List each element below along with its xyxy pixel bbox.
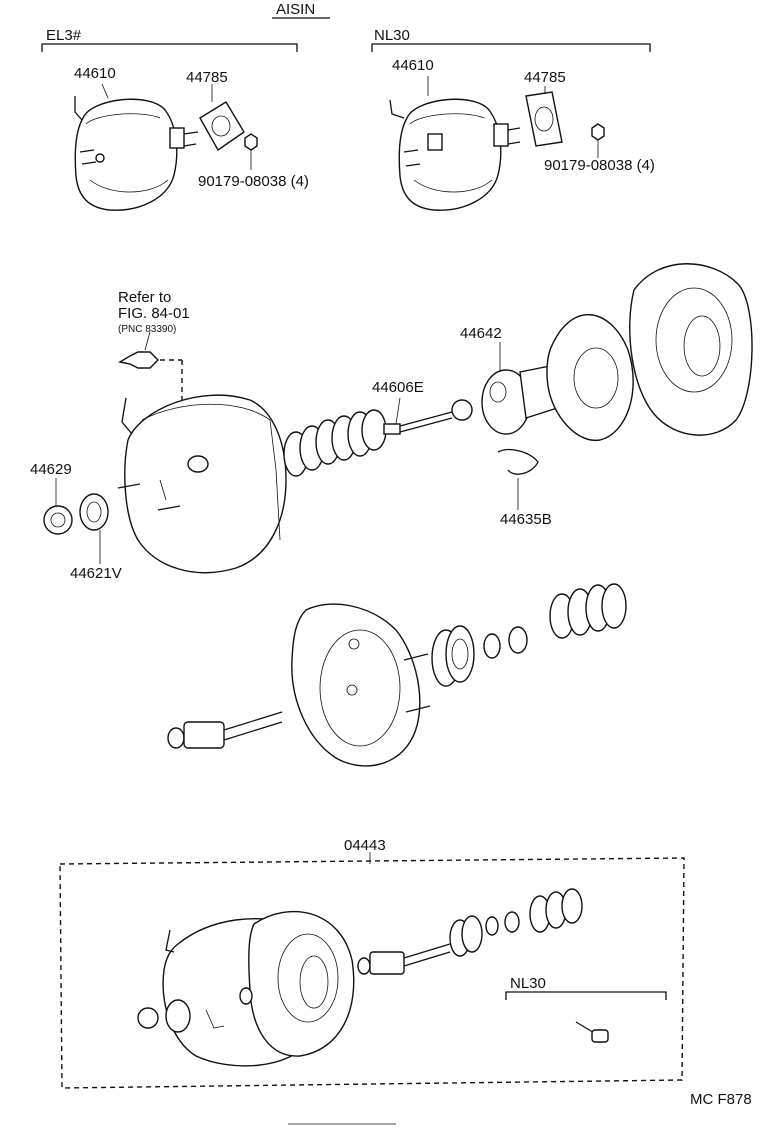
variant-nl30-bottom-label: NL30 [510,975,546,992]
kit-04443-label: 04443 [344,837,386,854]
part-44610-right-label: 44610 [392,57,434,74]
pnc-reference-label: (PNC 83390) [118,324,177,335]
part-90179-left-label: 90179-08038 (4) [198,173,309,190]
part-44785-left-label: 44785 [186,69,228,86]
part-44610-left-label: 44610 [74,65,116,82]
part-44621v-label: 44621V [70,565,122,582]
part-44606e-label: 44606E [372,379,424,396]
kit-04443-group [59,852,685,1125]
part-90179-right-label: 90179-08038 (4) [544,157,655,174]
booster-el3-group [41,17,330,211]
part-44635b-label: 44635B [500,511,552,528]
booster-nl30-group [371,43,651,211]
manufacturer-label: AISIN [276,1,316,18]
exploded-view-group [43,263,753,767]
variant-el3-label: EL3# [46,27,82,44]
figure-reference-label: FIG. 84-01 [118,305,190,322]
part-44642-label: 44642 [460,325,502,342]
part-44629-label: 44629 [30,461,72,478]
figure-code-label: MC F878 [690,1091,752,1108]
variant-nl30-top-label: NL30 [374,27,410,44]
refer-to-label: Refer to [118,289,172,306]
part-44785-right-label: 44785 [524,69,566,86]
